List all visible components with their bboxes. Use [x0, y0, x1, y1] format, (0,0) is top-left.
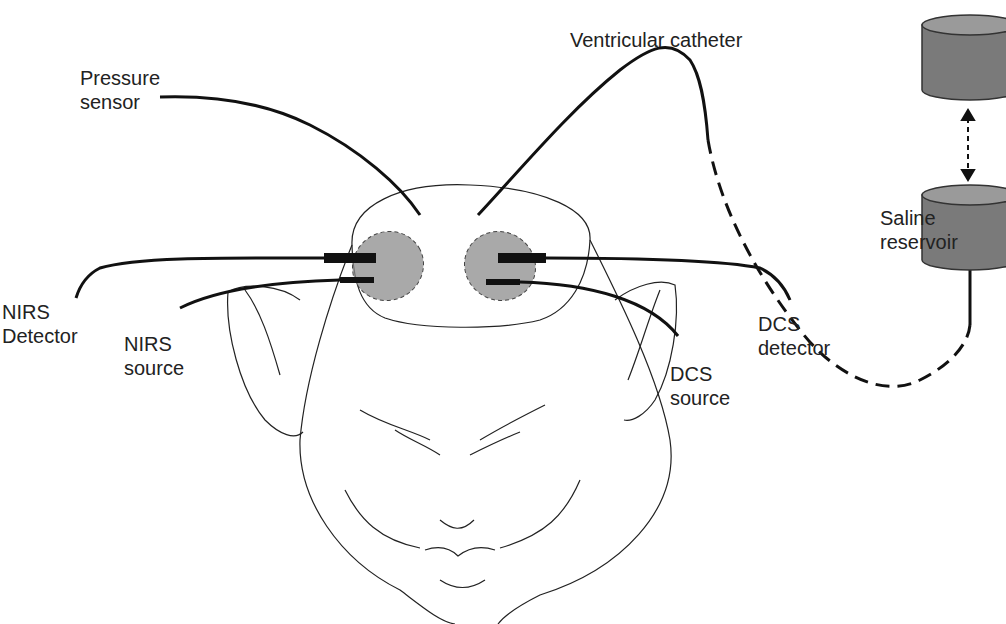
- left-ear: [228, 286, 303, 436]
- probe-label: NIRS Detector: [2, 300, 102, 348]
- arrowhead-down: [962, 170, 974, 180]
- lower-reservoir-top: [922, 185, 1006, 205]
- nirs-source-probe: [340, 277, 374, 283]
- face-right: [498, 240, 671, 624]
- catheter-solid: [478, 47, 708, 215]
- dcs-source-cable: [520, 282, 678, 336]
- left-eye-lid: [395, 430, 440, 455]
- left-ear-inner: [245, 290, 280, 375]
- nirs-region: [340, 219, 436, 314]
- pressure-sensor-line: [160, 97, 420, 215]
- dcs-detector-probe: [498, 253, 546, 263]
- left-eye: [360, 410, 430, 440]
- dcs-region: [452, 219, 548, 314]
- probe-label: DCS source: [670, 362, 750, 410]
- height-adjust-arrow: [967, 118, 969, 172]
- upper-reservoir-top: [922, 15, 1006, 35]
- muzzle-right: [500, 480, 580, 548]
- catheter-label: Ventricular catheter: [570, 28, 810, 52]
- nirs-detector-cable: [76, 258, 324, 298]
- probe-label: DCS detector: [758, 312, 853, 360]
- reservoir-label: Saline reservoir: [880, 206, 980, 254]
- probe-label: NIRS source: [124, 332, 204, 380]
- mouth: [425, 548, 495, 556]
- nirs-source-cable: [180, 280, 340, 308]
- chin: [440, 580, 485, 588]
- right-eye-lid: [470, 432, 520, 455]
- nose: [440, 520, 474, 528]
- nirs-detector-probe: [324, 253, 376, 263]
- upper-reservoir: [922, 25, 1006, 100]
- dcs-source-probe: [486, 279, 520, 285]
- muzzle-left: [345, 490, 420, 548]
- right-ear: [615, 282, 676, 420]
- dcs-detector-cable: [546, 258, 790, 300]
- face-left: [300, 245, 455, 624]
- arrowhead-up: [962, 110, 974, 120]
- probe-label: Pressure sensor: [80, 66, 190, 114]
- reservoir-outlet: [969, 270, 972, 325]
